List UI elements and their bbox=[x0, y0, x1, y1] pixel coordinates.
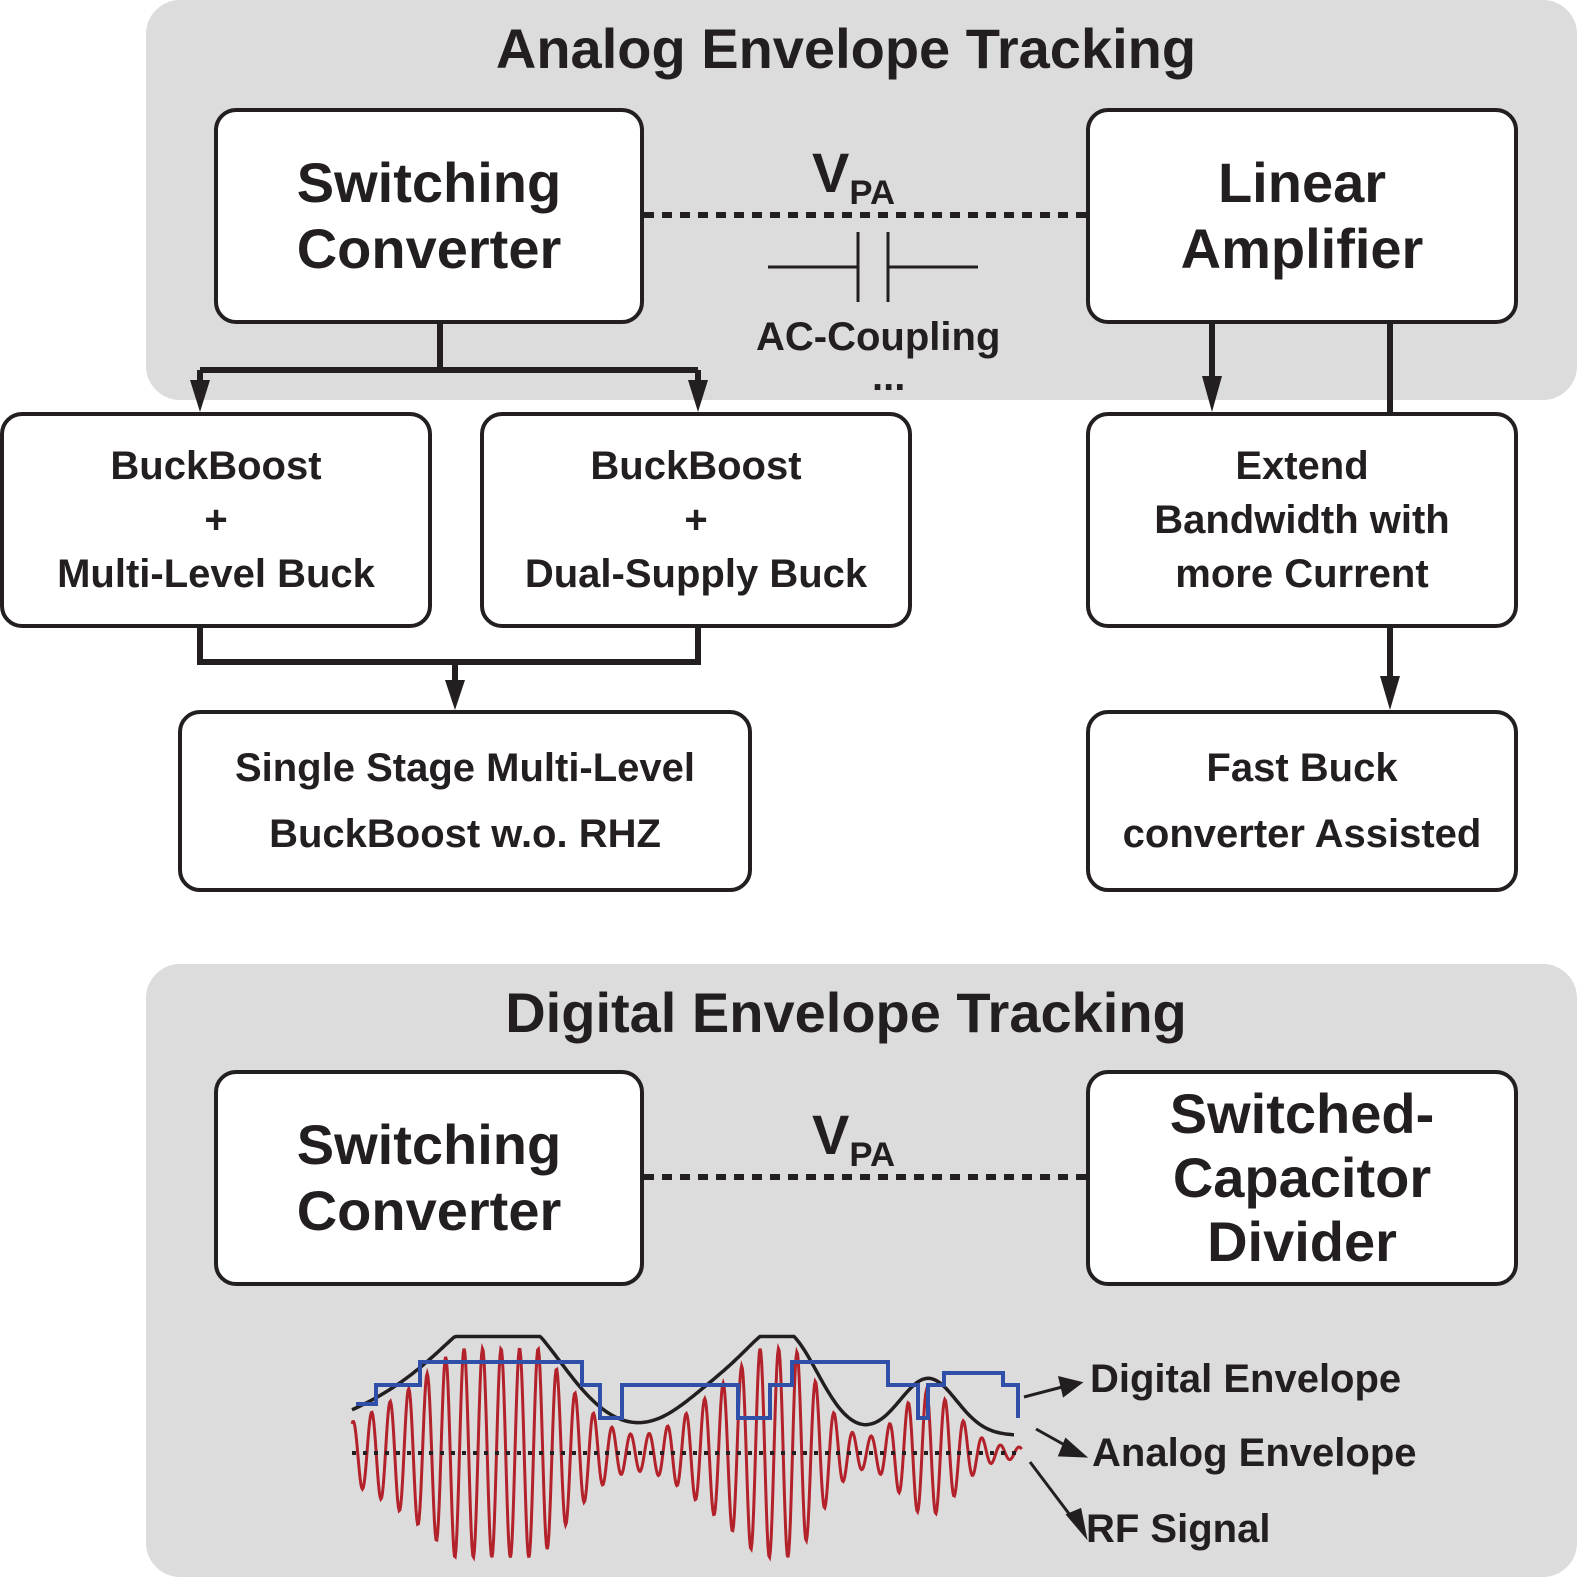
buckboost-dualsupply-box: BuckBoost + Dual-Supply Buck bbox=[480, 412, 912, 628]
box-line: Amplifier bbox=[1180, 217, 1424, 280]
digital-switching-converter-box: Switching Converter bbox=[214, 1070, 644, 1286]
analog-switching-converter-box: Switching Converter bbox=[214, 108, 644, 324]
analog-et-title: Analog Envelope Tracking bbox=[495, 17, 1197, 80]
legend-analog-envelope: Analog Envelope bbox=[1092, 1431, 1417, 1475]
fast-buck-box: Fast Buck converter Assisted bbox=[1086, 710, 1518, 892]
box-line: + bbox=[204, 498, 228, 542]
arrowheads-down bbox=[190, 376, 1400, 710]
rf-signal-trace bbox=[350, 1342, 1023, 1562]
digital-envelope-trace bbox=[356, 1360, 1020, 1420]
box-line: Dual-Supply Buck bbox=[524, 552, 868, 596]
vpa-main: V bbox=[812, 1103, 850, 1166]
box-line: Converter bbox=[296, 1179, 562, 1242]
box-line: more Current bbox=[1175, 552, 1429, 596]
box-line: converter Assisted bbox=[1122, 812, 1482, 856]
box-line: Multi-Level Buck bbox=[57, 552, 375, 596]
vpa-sub: PA bbox=[849, 174, 896, 213]
vpa-sub: PA bbox=[849, 1136, 896, 1175]
legend-arrow-rf bbox=[1028, 1461, 1078, 1524]
box-line: Switching bbox=[296, 1113, 562, 1176]
vpa-label-digital: VPA bbox=[812, 1102, 895, 1188]
legend-rf-signal: RF Signal bbox=[1086, 1507, 1271, 1551]
capacitor-icon bbox=[768, 232, 978, 302]
box-line: Bandwidth with bbox=[1154, 498, 1450, 542]
box-line: Capacitor bbox=[1172, 1146, 1432, 1209]
vpa-main: V bbox=[812, 141, 850, 204]
box-line: Switched- bbox=[1169, 1082, 1435, 1145]
box-line: Converter bbox=[296, 217, 562, 280]
waveform-illustration bbox=[350, 1334, 1023, 1562]
box-line: + bbox=[684, 498, 708, 542]
box-line: Single Stage Multi-Level bbox=[234, 746, 696, 790]
digital-et-title: Digital Envelope Tracking bbox=[505, 981, 1187, 1044]
merge-connector bbox=[197, 626, 701, 665]
ellipsis-label: ... bbox=[872, 355, 906, 399]
sc-divider-box: Switched- Capacitor Divider bbox=[1086, 1070, 1518, 1286]
analog-envelope-trace bbox=[351, 1334, 1015, 1437]
extend-bandwidth-box: Extend Bandwidth with more Current bbox=[1086, 412, 1518, 628]
linear-amplifier-box: Linear Amplifier bbox=[1086, 108, 1518, 324]
box-line: BuckBoost w.o. RHZ bbox=[269, 812, 661, 856]
box-line: Extend bbox=[1235, 444, 1369, 488]
box-line: Divider bbox=[1207, 1210, 1397, 1273]
legend-digital-envelope: Digital Envelope bbox=[1090, 1357, 1402, 1401]
box-line: BuckBoost bbox=[110, 444, 322, 488]
single-stage-buckboost-box: Single Stage Multi-Level BuckBoost w.o. … bbox=[178, 710, 752, 892]
ac-coupling-label: AC-Coupling bbox=[756, 315, 1001, 359]
buckboost-multilevel-box: BuckBoost + Multi-Level Buck bbox=[0, 412, 432, 628]
box-line: BuckBoost bbox=[590, 444, 802, 488]
branch-switching-to-buckboost bbox=[200, 322, 698, 373]
box-line: Linear bbox=[1217, 151, 1387, 214]
vpa-label-analog: VPA bbox=[812, 140, 895, 226]
legend-arrow-digital bbox=[1023, 1384, 1067, 1399]
box-line: Switching bbox=[296, 151, 562, 214]
box-line: Fast Buck bbox=[1206, 746, 1398, 790]
